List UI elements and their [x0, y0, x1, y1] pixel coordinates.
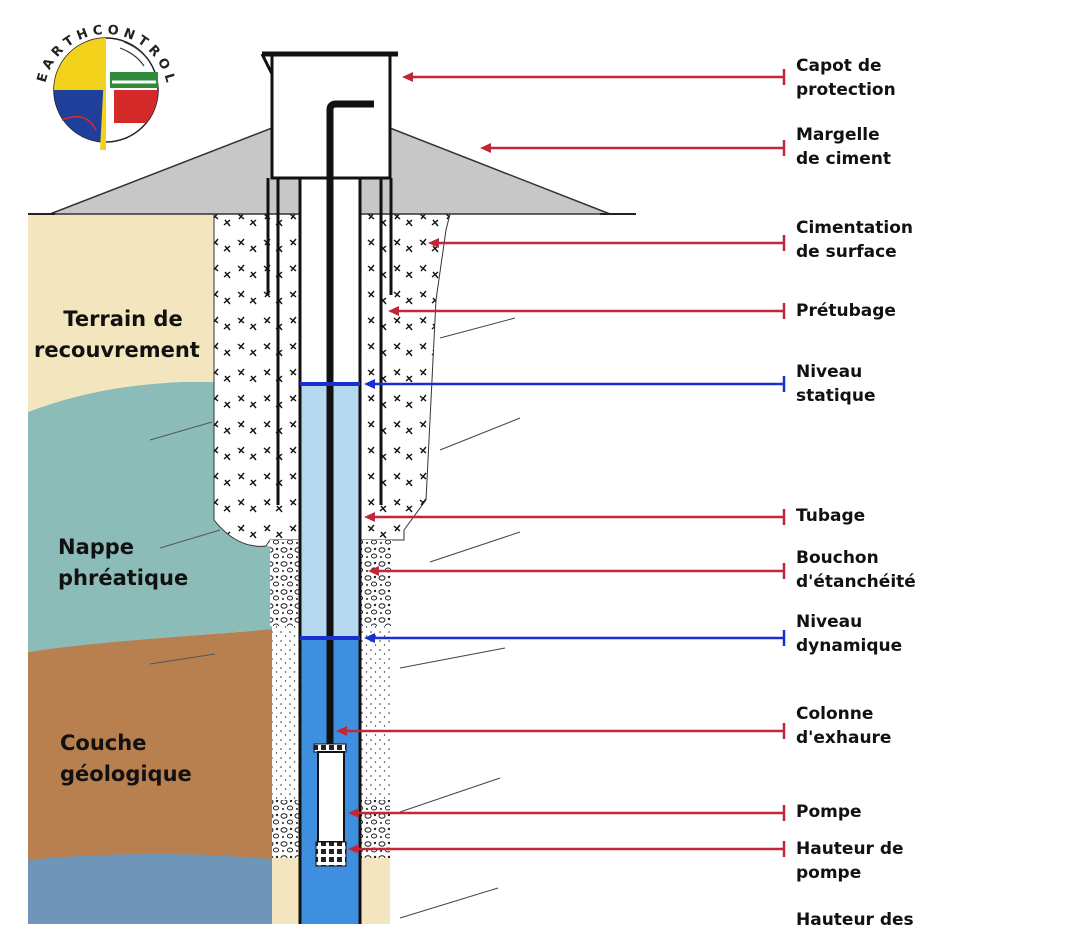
- geologic-layer: [28, 628, 282, 860]
- earth-control-logo: E A R T H C O N T R O L: [35, 23, 177, 150]
- bottom-layer: [28, 850, 282, 924]
- lower-gravel-left: [272, 800, 300, 858]
- arrow-head-niveau_dynamique: [364, 633, 375, 643]
- arrow-head-bouchon: [368, 566, 379, 576]
- arrow-head-capot: [402, 72, 413, 82]
- discharge-column: [326, 100, 374, 746]
- sand-pack-left: [272, 626, 300, 800]
- sand-pack-right: [360, 626, 390, 800]
- soil-layers: [28, 214, 521, 924]
- label-hauteur-des: Hauteur des: [796, 910, 914, 930]
- arrow-head-pompe: [348, 808, 359, 818]
- arrow-head-tubage: [364, 512, 375, 522]
- label-tubage: Tubage: [796, 506, 866, 526]
- arrow-head-hauteur_pompe: [348, 844, 359, 854]
- arrow-head-margelle: [480, 143, 491, 153]
- label-pretubage: Prétubage: [796, 301, 896, 321]
- pump: [313, 743, 347, 867]
- overburden-layer: [28, 214, 214, 412]
- label-pompe: Pompe: [796, 802, 862, 822]
- seal-plug-right: [360, 540, 392, 626]
- arrow-head-cimentation: [428, 238, 439, 248]
- arrow-head-niveau_statique: [364, 379, 375, 389]
- arrow-head-pretubage: [388, 306, 399, 316]
- seal-plug-left: [270, 540, 300, 626]
- layer-recouvrement-2: recouvrement: [34, 338, 200, 362]
- aquifer-layer: [28, 381, 282, 652]
- layer-recouvrement: Terrain de: [63, 307, 183, 331]
- leader-arrows: [336, 69, 786, 857]
- arrow-head-colonne: [336, 726, 347, 736]
